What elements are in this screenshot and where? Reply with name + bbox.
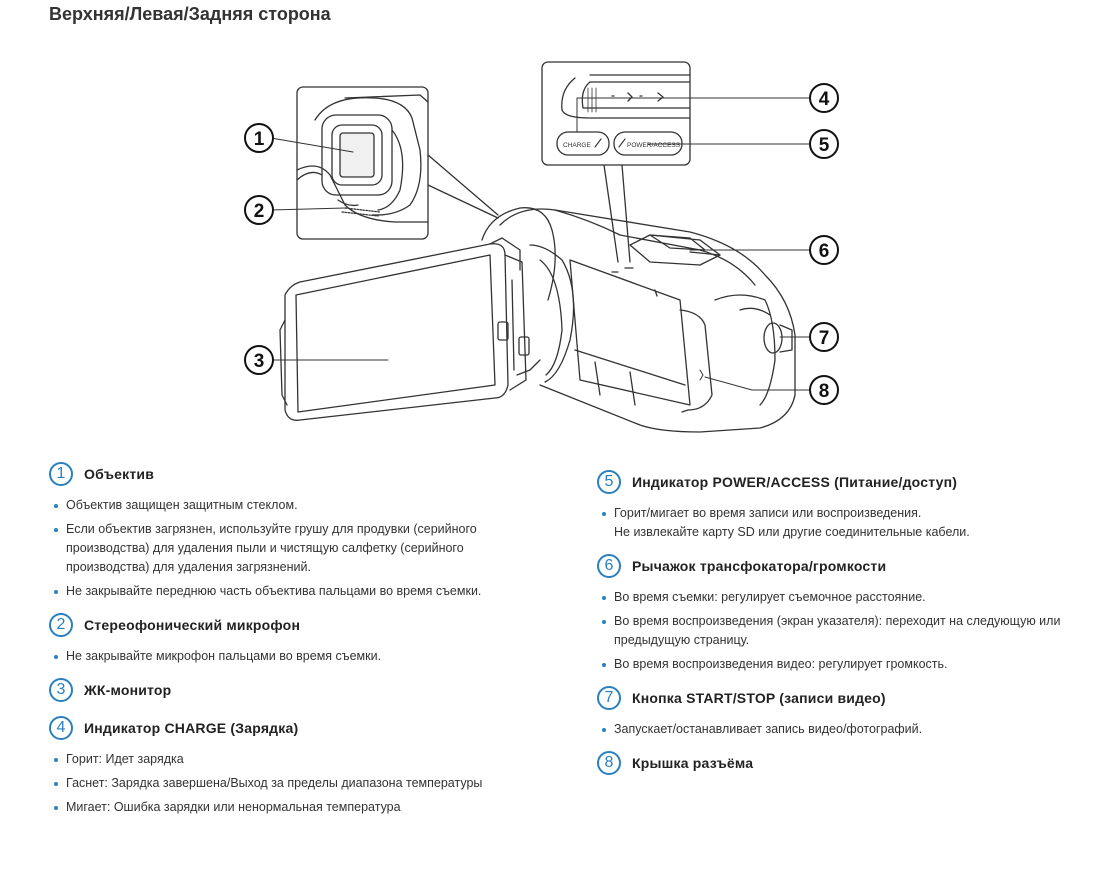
callout-6: 6 xyxy=(809,235,839,265)
svg-text:2: 2 xyxy=(254,201,265,222)
svg-text:5: 5 xyxy=(819,135,830,156)
section-title: Объектив xyxy=(84,466,155,482)
bullet-item: Не закрывайте микрофон пальцами во время… xyxy=(49,647,519,666)
section-power-access-indicator: 5 Индикатор POWER/ACCESS (Питание/доступ… xyxy=(597,468,1067,542)
svg-text:8: 8 xyxy=(819,381,830,402)
camcorder-diagram: CHARGE POWER/ACCESS 1 2 3 4 5 6 7 8 xyxy=(244,61,839,433)
bullet-item: Запускает/останавливает запись видео/фот… xyxy=(597,720,1067,739)
bullet-item: Горит/мигает во время записи или воспрои… xyxy=(597,504,1067,542)
top-detail-box xyxy=(541,61,691,166)
section-title: Индикатор POWER/ACCESS (Питание/доступ) xyxy=(632,474,958,490)
callout-5: 5 xyxy=(809,129,839,159)
bullet-item: Во время воспроизведения видео: регулиру… xyxy=(597,655,1067,674)
top-detail-drawing xyxy=(556,74,691,156)
bullet-line: Не извлекайте карту SD или другие соедин… xyxy=(614,525,970,539)
bullet-list: Горит: Идет зарядка Гаснет: Зарядка заве… xyxy=(49,750,519,817)
section-title: Индикатор CHARGE (Зарядка) xyxy=(84,720,299,736)
section-number: 4 xyxy=(49,716,73,740)
bullet-item: Во время воспроизведения (экран указател… xyxy=(597,612,1067,650)
bullet-line: Горит/мигает во время записи или воспрои… xyxy=(614,506,922,520)
callout-1: 1 xyxy=(244,123,274,153)
callout-7: 7 xyxy=(809,322,839,352)
svg-text:6: 6 xyxy=(819,241,830,262)
lens-detail-drawing xyxy=(296,94,429,223)
charge-label: CHARGE xyxy=(563,142,591,149)
section-number: 7 xyxy=(597,686,621,710)
bullet-item: Объектив защищен защитным стеклом. xyxy=(49,496,519,515)
camcorder-body xyxy=(481,207,796,433)
bullet-item: Если объектив загрязнен, используйте гру… xyxy=(49,520,519,577)
bullet-list: Запускает/останавливает запись видео/фот… xyxy=(597,720,1067,739)
bullet-list: Не закрывайте микрофон пальцами во время… xyxy=(49,647,519,666)
section-lcd-monitor: 3 ЖК-монитор xyxy=(49,676,519,704)
svg-text:3: 3 xyxy=(254,351,265,372)
callout-4: 4 xyxy=(809,83,839,113)
section-charge-indicator: 4 Индикатор CHARGE (Зарядка) Горит: Идет… xyxy=(49,714,519,817)
section-title: Рычажок трансфокатора/громкости xyxy=(632,558,887,574)
section-connector-cover: 8 Крышка разъёма xyxy=(597,749,1067,777)
bullet-list: Во время съемки: регулирует съемочное ра… xyxy=(597,588,1067,674)
power-access-label: POWER/ACCESS xyxy=(627,142,681,149)
section-number: 2 xyxy=(49,613,73,637)
bullet-item: Мигает: Ошибка зарядки или ненормальная … xyxy=(49,798,519,817)
section-title: Стереофонический микрофон xyxy=(84,617,301,633)
callout-2: 2 xyxy=(244,195,274,225)
callout-3: 3 xyxy=(244,345,274,375)
svg-text:7: 7 xyxy=(819,328,830,349)
section-title: Кнопка START/STOP (записи видео) xyxy=(632,690,886,706)
section-start-stop-button: 7 Кнопка START/STOP (записи видео) Запус… xyxy=(597,684,1067,739)
page-title: Верхняя/Левая/Задняя сторона xyxy=(49,4,331,24)
bullet-item: Горит: Идет зарядка xyxy=(49,750,519,769)
bullet-item: Не закрывайте переднюю часть объектива п… xyxy=(49,582,519,601)
bullet-item: Гаснет: Зарядка завершена/Выход за преде… xyxy=(49,774,519,793)
lens-detail-box xyxy=(296,86,429,240)
section-number: 5 xyxy=(597,470,621,494)
section-stereo-mic: 2 Стереофонический микрофон Не закрывайт… xyxy=(49,611,519,666)
bullet-list: Горит/мигает во время записи или воспрои… xyxy=(597,504,1067,542)
lcd-monitor xyxy=(279,237,541,421)
svg-text:1: 1 xyxy=(254,129,265,150)
svg-text:4: 4 xyxy=(819,89,830,110)
bullet-list: Объектив защищен защитным стеклом. Если … xyxy=(49,496,519,601)
section-number: 1 xyxy=(49,462,73,486)
section-lens: 1 Объектив Объектив защищен защитным сте… xyxy=(49,460,519,601)
section-title: Крышка разъёма xyxy=(632,755,754,771)
callout-8: 8 xyxy=(809,375,839,405)
section-number: 6 xyxy=(597,554,621,578)
section-zoom-volume-lever: 6 Рычажок трансфокатора/громкости Во вре… xyxy=(597,552,1067,674)
right-column: 5 Индикатор POWER/ACCESS (Питание/доступ… xyxy=(597,468,1067,787)
section-number: 8 xyxy=(597,751,621,775)
section-title: ЖК-монитор xyxy=(84,682,172,698)
left-column: 1 Объектив Объектив защищен защитным сте… xyxy=(49,460,519,827)
bullet-item: Во время съемки: регулирует съемочное ра… xyxy=(597,588,1067,607)
section-number: 3 xyxy=(49,678,73,702)
